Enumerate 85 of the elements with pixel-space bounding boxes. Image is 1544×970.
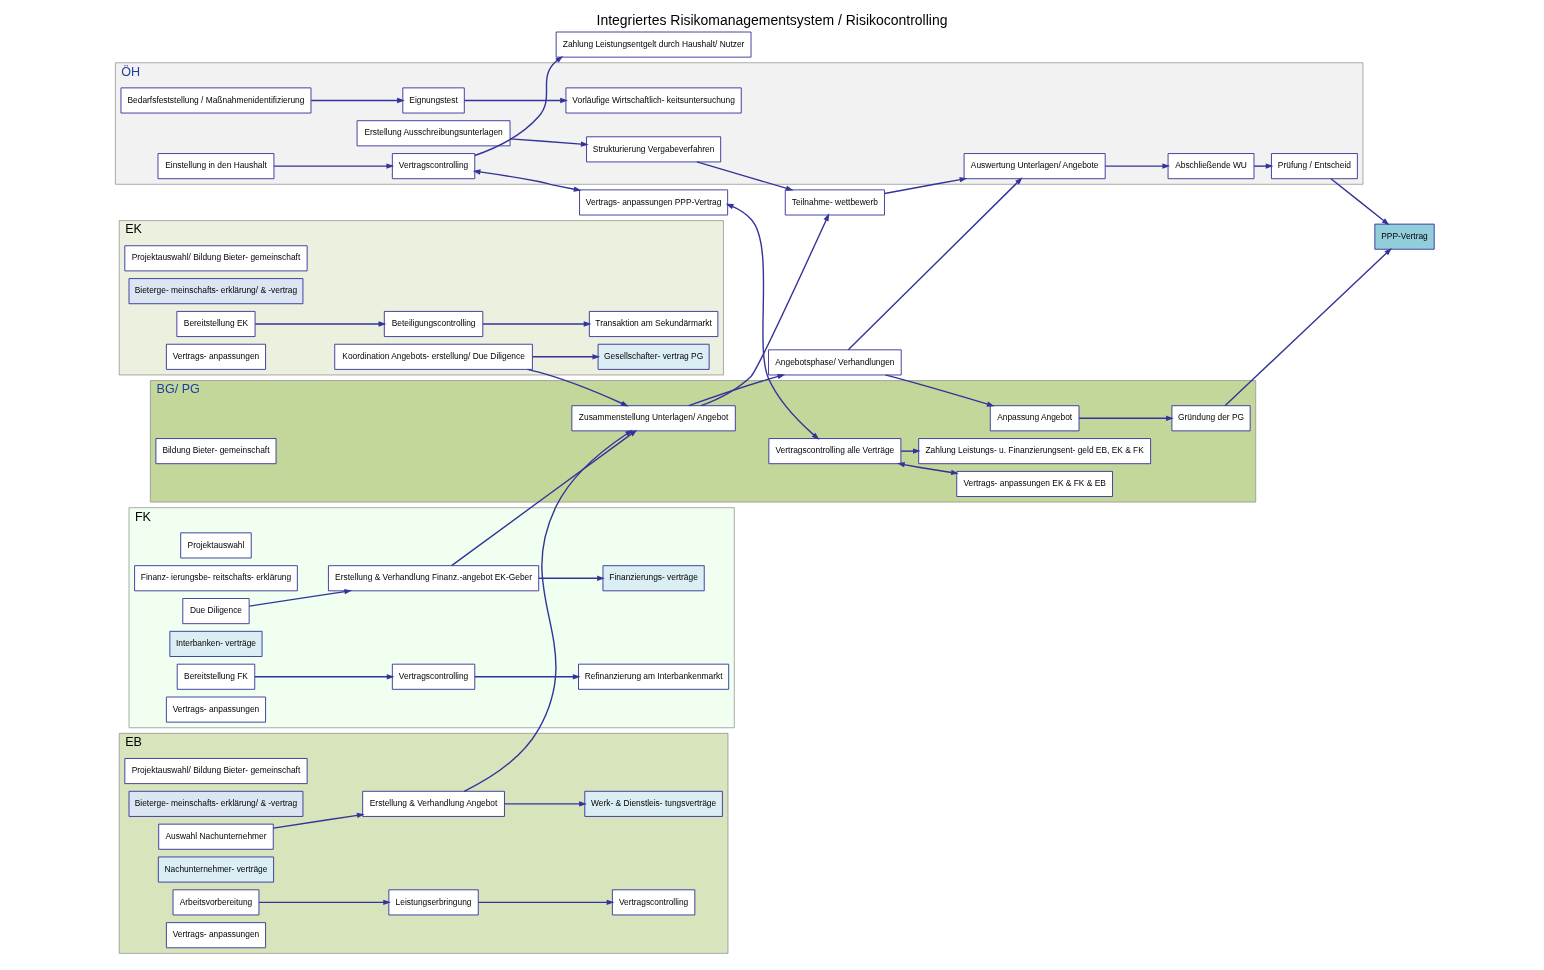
arrow — [463, 97, 568, 104]
node-box: PPP-Vertrag — [1374, 223, 1435, 250]
arrow — [254, 674, 395, 680]
node-box: Angebotsphase/ Verhandlungen — [768, 349, 902, 376]
node-box: Gesellschafter- vertrag PG — [597, 343, 710, 370]
node-box: Vertragscontrolling alle Verträge — [768, 438, 902, 465]
node-box: Finanzierungs- verträge — [602, 565, 705, 592]
node-box: Eignungstest — [402, 87, 465, 114]
node-box: Bereitstellung EK — [176, 310, 256, 337]
arrow — [1078, 415, 1174, 421]
node-box: Teilnahme- wettbewerb — [784, 189, 885, 216]
node-box: Auswahl Nachunternehmer — [158, 823, 274, 850]
arrow — [1330, 178, 1390, 226]
arrow — [1224, 247, 1392, 407]
node-box: Due Diligence — [182, 598, 250, 625]
node-box: Bieterge- meinschafts- erklärung/ & -vertrag — [128, 790, 304, 817]
node-box: Vertragscontrolling — [611, 889, 696, 916]
arrow — [900, 448, 921, 454]
arrow — [254, 321, 387, 327]
arrow — [725, 203, 820, 440]
node-box: Einstellung in den Haushalt — [157, 153, 275, 180]
arrow — [258, 899, 391, 906]
arrow — [883, 177, 968, 195]
node-box: Erstellung & Verhandlung Angebot — [362, 790, 505, 817]
node-box: Strukturierung Vergabeverfahren — [586, 136, 722, 163]
node-box: Erstellung & Verhandlung Finanz.-angebot EK-Geber — [327, 565, 540, 592]
arrow — [472, 169, 582, 192]
arrow — [248, 589, 353, 607]
node-box: Bildung Bieter- gemeinschaft — [155, 438, 277, 465]
node-box: Bieterge- meinschafts- erklärung/ & -vertrag — [128, 278, 304, 305]
node-box: Vertrags- anpassungen — [165, 696, 267, 723]
node-box: Werk- & Dienstleis- tungsverträge — [584, 790, 723, 817]
node-box: Zahlung Leistungs- u. Finanzierungsent- geld EB, EK & FK — [918, 438, 1152, 465]
arrow — [273, 163, 395, 169]
arrow — [1253, 163, 1274, 169]
node-box: Gründung der PG — [1171, 405, 1251, 432]
arrow — [450, 429, 638, 567]
arrow — [700, 213, 830, 407]
arrow — [482, 321, 592, 327]
node-box: Auswertung Unterlagen/ Angebote — [963, 153, 1106, 180]
node-box: Vertrags- anpassungen — [165, 343, 267, 370]
node-box: Zusammenstellung Unterlagen/ Angebot — [571, 405, 736, 432]
node-box: Vertragscontrolling — [391, 663, 476, 690]
arrow — [474, 674, 581, 680]
node-box: Anpassung Angebot — [989, 405, 1080, 432]
node-box: Nachunternehmer- verträge — [157, 856, 275, 883]
node-box: Projektauswahl — [180, 532, 252, 559]
node-box: Interbanken- verträge — [169, 630, 263, 657]
node-box: Vertrags- anpassungen EK & FK & EB — [956, 470, 1113, 497]
arrow — [532, 354, 601, 360]
node-box: Prüfung / Entscheid — [1271, 153, 1358, 180]
arrow — [503, 801, 587, 807]
node-box: Projektauswahl/ Bildung Bieter- gemeinschaft — [124, 758, 308, 785]
arrow — [538, 575, 605, 581]
node-box: Leistungserbringung — [388, 889, 479, 916]
arrow — [526, 368, 629, 407]
arrow — [463, 429, 633, 792]
node-box: Vertragscontrolling — [391, 153, 476, 180]
node-box: Arbeitsvorbereitung — [172, 889, 260, 916]
diagram-title: Integriertes Risikomanagementsystem / Risikocontrolling — [596, 12, 948, 29]
arrow — [696, 161, 794, 191]
arrow — [477, 899, 615, 906]
node-box: Transaktion am Sekundärmarkt — [588, 310, 719, 337]
node-box: Abschließende WU — [1167, 153, 1255, 180]
node-box: Zahlung Leistungsentgelt durch Haushalt/ Nutzer — [555, 31, 752, 58]
node-box: Projektauswahl/ Bildung Bieter- gemeinschaft — [124, 245, 308, 272]
node-box: Refinanzierung am Interbankenmarkt — [578, 663, 730, 690]
arrow — [310, 97, 405, 104]
node-box: Koordination Angebots- erstellung/ Due Diligence — [334, 343, 533, 370]
node-box: Bedarfsfeststellung / Maßnahmenidentifizierung — [120, 87, 312, 114]
node-box: Finanz- ierungsbe- reitschafts- erklärung — [134, 565, 298, 592]
node-box: Beteiligungscontrolling — [383, 310, 484, 337]
arrow — [896, 462, 959, 476]
arrow — [847, 177, 1023, 351]
arrow — [688, 373, 786, 407]
arrow — [509, 138, 589, 147]
node-box: Vorläufige Wirtschaftlich- keitsuntersuchung — [565, 87, 742, 114]
arrow — [884, 374, 995, 407]
arrow — [474, 56, 564, 157]
arrow — [272, 812, 365, 829]
arrow — [1104, 163, 1171, 169]
node-box: Vertrags- anpassungen PPP-Vertrag — [579, 189, 729, 216]
node-box: Vertrags- anpassungen — [165, 922, 267, 949]
node-box: Bereitstellung FK — [176, 663, 256, 690]
node-box: Erstellung Ausschreibungsunterlagen — [356, 120, 511, 147]
